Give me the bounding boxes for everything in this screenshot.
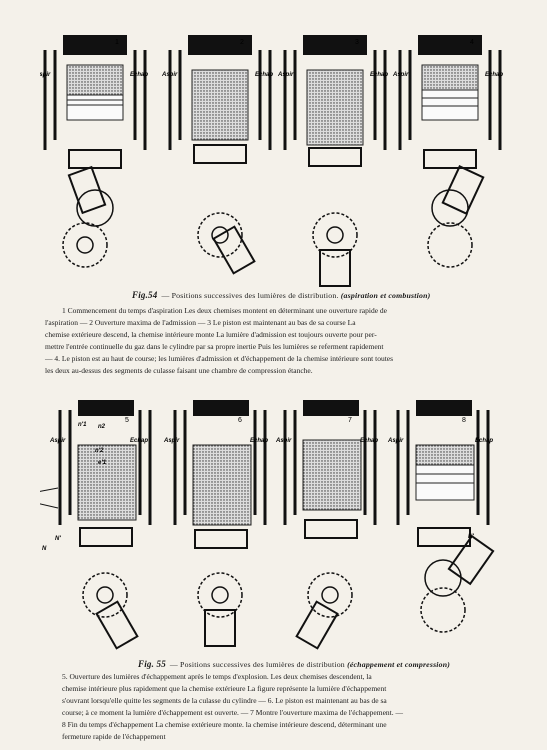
cylinder-8 — [396, 400, 495, 633]
marker-n2: n2 — [98, 424, 106, 430]
fig54-number-1: 1 — [115, 39, 119, 46]
cylinder-4 — [398, 35, 502, 268]
fig55-ech-label-1: Echap — [130, 438, 148, 444]
cylinder-6 — [173, 400, 267, 647]
fig55-number-6: 6 — [238, 417, 242, 424]
fig54-ech-label-1: Echap — [130, 72, 148, 78]
fig55-caption-line-6: fermeture rapide de l'échappement — [62, 732, 166, 741]
fig55-caption-line-5: 8 Fin du temps d'échappement La chemise … — [62, 720, 387, 729]
cylinder-7 — [283, 400, 377, 650]
marker-n2-prime: n'2 — [95, 448, 104, 454]
fig54-number-2: 2 — [240, 39, 244, 46]
fig55-caption-line-3: s'ouvrant lorsqu'elle quitte les segment… — [62, 696, 387, 705]
fig54-caption-line-6: les deux au-dessus des segments de culas… — [45, 366, 313, 375]
fig55-caption-line-4: course; à ce moment la lumière d'échappe… — [62, 708, 404, 717]
marker-N: N — [42, 546, 47, 552]
fig54-number-4: 4 — [470, 39, 474, 46]
fig55-number-7: 7 — [348, 417, 352, 424]
fig55-asp-label-2: Aspir — [163, 438, 180, 444]
marker-N-prime: N' — [55, 536, 61, 542]
fig54-title-text: — Positions successives des lumières de … — [161, 291, 339, 300]
fig55-asp-label-3: Aspir — [275, 438, 292, 444]
cylinder-2 — [168, 35, 272, 275]
fig55-number-5: 5 — [125, 417, 129, 424]
fig55-handwritten-note: (échappement et compression) — [347, 660, 451, 669]
fig54-caption-line-5: — 4. Le piston est au haut de course; le… — [45, 354, 394, 363]
fig54-asp-label-2: Aspir — [161, 72, 178, 78]
fig54-ech-label-2: Echap — [255, 72, 273, 78]
fig55-number-8: 8 — [462, 417, 466, 424]
fig54-number-3: 3 — [355, 39, 359, 46]
fig54-caption-line-4: mettre l'entrée continuelle du gaz dans … — [45, 342, 384, 351]
fig54-handwritten-note: (aspiration et combustion) — [340, 291, 431, 300]
fig54-caption-line-1: 1 Commencement du temps d'aspiration Les… — [62, 306, 388, 315]
fig54-asp-label-3: Aspir — [277, 72, 294, 78]
fig55-label: Fig. 55 — [138, 659, 166, 669]
fig54-title: Fig.54— Positions successives des lumièr… — [132, 290, 430, 300]
cylinder-1 — [43, 35, 147, 268]
marker-n1: n'1 — [78, 422, 87, 428]
fig54-label: Fig.54 — [132, 290, 158, 300]
cylinder-5 — [58, 400, 152, 650]
fig54-engine-diagrams: 1 2 3 4 Aspir Echap Aspir Echap Aspir Ec… — [40, 35, 503, 287]
fig55-drawings: 5 6 7 8 Aspir Echap Aspir Echap Aspir Ec… — [40, 400, 520, 656]
fig55-caption-line-1: 5. Ouverture des lumières d'échappement … — [62, 672, 372, 681]
fig55-title: Fig. 55— Positions successives des lumiè… — [138, 659, 450, 669]
fig54-ech-label-3: Echap — [370, 72, 388, 78]
fig55-engine-diagrams: 5 6 7 8 Aspir Echap Aspir Echap Aspir Ec… — [40, 400, 495, 650]
fig54-asp-label-1: Aspir — [40, 72, 51, 78]
fig55-asp-label-4: Aspir — [387, 438, 404, 444]
fig55-title-text: — Positions successives des lumières de … — [169, 660, 345, 669]
marker-e1: e'1 — [98, 460, 107, 466]
marker-N-prime-8: N' — [468, 534, 474, 540]
fig54-drawings: 1 2 3 4 Aspir Echap Aspir Echap Aspir Ec… — [40, 30, 520, 290]
fig55-ech-label-2: Echap — [250, 438, 268, 444]
fig55-ech-label-4: Echap — [475, 438, 493, 444]
fig55-caption-line-2: chemise intérieure plus rapidement que l… — [62, 684, 387, 693]
fig54-caption-line-2: l'aspiration — 2 Ouverture maxima de l'a… — [45, 318, 356, 327]
fig55-asp-label-1: Aspir — [49, 438, 66, 444]
fig54-ech-label-4: Echap — [485, 72, 503, 78]
marker-E-arrows — [40, 487, 59, 509]
fig54-asp-label-4: Aspir — [392, 72, 409, 78]
fig55-ech-label-3: Echap — [360, 438, 378, 444]
fig54-caption-line-3: chemise extérieure descend, la chemise i… — [45, 330, 377, 339]
cylinder-3 — [283, 35, 387, 287]
